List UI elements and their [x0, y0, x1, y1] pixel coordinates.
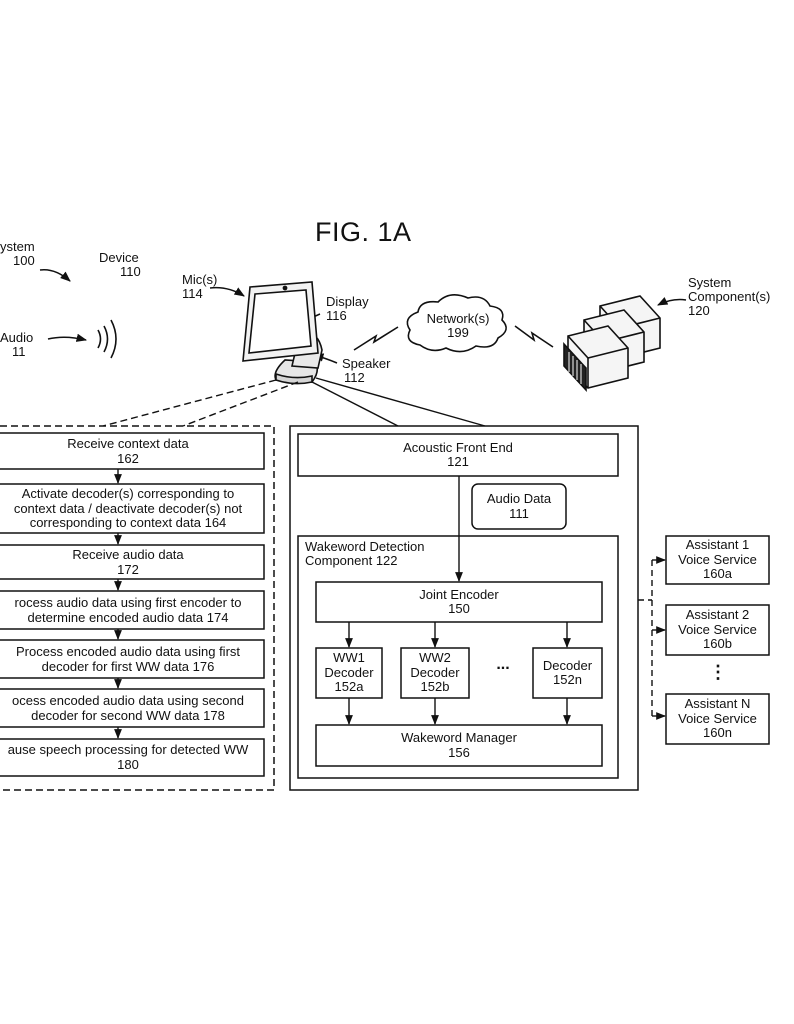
system-component-ref-arrow: [657, 297, 687, 306]
speaker-label: Speaker: [342, 356, 391, 371]
step-box-174: [0, 590, 265, 630]
system-component-label-2: Component(s): [688, 289, 771, 304]
joint-encoder-box: [315, 581, 603, 623]
server-stack-icon: [563, 295, 661, 393]
network-cloud-icon: [406, 294, 507, 353]
audio-ref-arrow: [47, 333, 88, 342]
step-box-180: [0, 738, 265, 777]
decoder-box-152n: [532, 647, 603, 699]
mic-number: 114: [182, 286, 203, 301]
figure-title: FIG. 1A: [315, 217, 412, 247]
device-to-flow-dash-1: [102, 379, 277, 427]
device-to-component-line-1: [311, 381, 399, 427]
step-box-176: [0, 639, 265, 679]
component-panel-border: [289, 425, 639, 791]
afe-box: [297, 433, 619, 477]
network-label: Network(s): [426, 311, 490, 326]
mic-label: Mic(s): [182, 272, 218, 287]
display-number: 116: [326, 308, 347, 323]
device-icon: [242, 281, 323, 385]
device-number: 110: [120, 264, 141, 279]
wakeword-component-box: [297, 535, 619, 779]
wakeword-manager-box: [315, 724, 603, 767]
audio-label: Audio: [0, 330, 34, 345]
step-box-178: [0, 688, 265, 728]
display-label: Display: [326, 294, 369, 309]
assistant-box-160a: [665, 535, 770, 585]
system-number: 100: [13, 253, 35, 268]
system-component-label: System: [688, 275, 732, 290]
assistant-box-160n: [665, 693, 770, 745]
wakeword-component-subtitle: Component 122: [305, 553, 398, 568]
flow-panel-border: [0, 425, 275, 791]
wakeword-component-title: Wakeword Detection: [305, 539, 425, 554]
decoder-box-152b: [400, 647, 470, 699]
speaker-number: 112: [344, 370, 365, 385]
wireless-link-left-icon: [353, 326, 399, 351]
step-box-162: [0, 432, 265, 470]
decoder-ellipsis: ...: [496, 656, 510, 673]
audio-data-box: [471, 483, 567, 530]
system-component-number: 120: [688, 303, 710, 318]
decoder-box-152a: [315, 647, 383, 699]
step-box-172: [0, 544, 265, 580]
step-box-164: [0, 483, 265, 534]
step-174-text: rocess audio data using first encoder to…: [14, 595, 242, 625]
wireless-link-right-icon: [514, 325, 554, 348]
audio-number: 11: [12, 344, 26, 359]
assistant-box-160b: [665, 604, 770, 656]
system-label: ystem: [0, 239, 35, 254]
device-to-flow-dash-2: [182, 381, 299, 427]
network-number: 199: [447, 325, 469, 340]
mic-ref-arrow: [209, 286, 245, 297]
sound-waves-icon: [97, 319, 117, 359]
assistants-vertical-ellipsis: ⋮: [709, 662, 727, 682]
device-to-component-line-2: [315, 377, 486, 427]
system-ref-arrow: [39, 268, 71, 282]
device-label: Device: [99, 250, 139, 265]
